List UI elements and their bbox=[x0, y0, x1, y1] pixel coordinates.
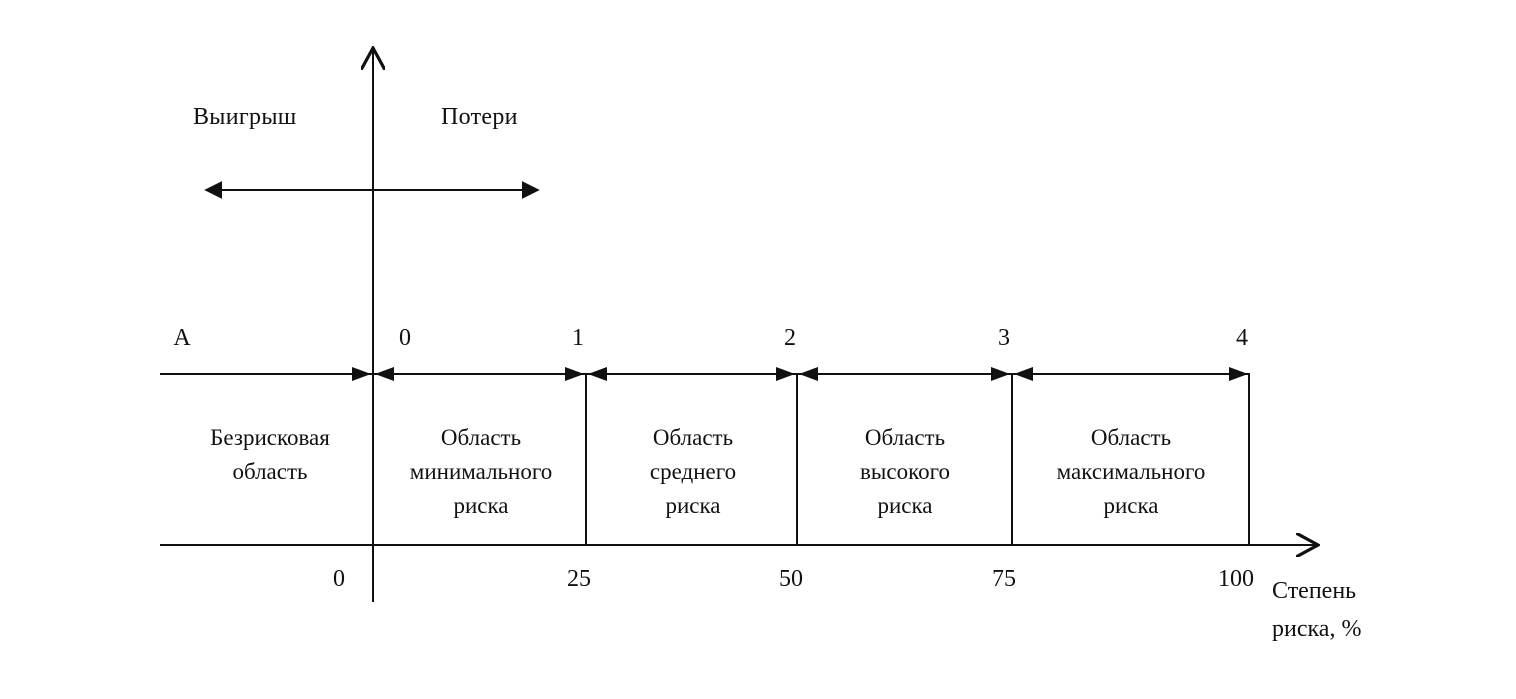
boundary-arrow-a bbox=[352, 367, 371, 381]
boundary-arrow-3-left bbox=[991, 367, 1010, 381]
zone-high-risk: Область высокого риска bbox=[860, 421, 950, 523]
marker-3: 3 bbox=[998, 325, 1010, 351]
zone-maximal-line-3: риска bbox=[1103, 493, 1159, 518]
zone-medium-line-2: среднего bbox=[649, 459, 737, 484]
boundary-arrow-0 bbox=[375, 367, 394, 381]
zone-high-line-2: высокого bbox=[860, 459, 950, 484]
zone-riskless: Безрисковая область bbox=[210, 421, 330, 489]
scale-0: 0 bbox=[333, 566, 345, 592]
marker-2: 2 bbox=[784, 325, 796, 351]
scale-25: 25 bbox=[567, 566, 591, 592]
zone-maximal-line-2: максимального bbox=[1056, 459, 1206, 484]
zone-minimal-line-1: Область bbox=[440, 425, 522, 450]
zone-medium-risk: Область среднего риска bbox=[650, 421, 736, 523]
zone-minimal-line-2: минимального bbox=[409, 459, 553, 484]
boundary-arrow-1-left bbox=[565, 367, 584, 381]
marker-4: 4 bbox=[1236, 325, 1248, 351]
scale-75: 75 bbox=[992, 566, 1016, 592]
zone-maximal-line-1: Область bbox=[1090, 425, 1172, 450]
zone-riskless-line-2: область bbox=[232, 459, 308, 484]
zone-maximal-risk: Область максимального риска bbox=[1057, 421, 1206, 523]
zone-riskless-line-1: Безрисковая bbox=[210, 425, 330, 450]
boundary-arrow-4 bbox=[1229, 367, 1248, 381]
zone-high-line-3: риска bbox=[877, 493, 933, 518]
boundary-arrow-3-right bbox=[1014, 367, 1033, 381]
boundary-arrow-2-left bbox=[776, 367, 795, 381]
scale-50: 50 bbox=[779, 566, 803, 592]
scale-100: 100 bbox=[1218, 566, 1254, 592]
zone-minimal-risk: Область минимального риска bbox=[410, 421, 552, 523]
zone-medium-line-1: Область bbox=[652, 425, 734, 450]
marker-0: 0 bbox=[399, 325, 411, 351]
marker-1: 1 bbox=[572, 325, 584, 351]
axis-label: Степень риска, % bbox=[1272, 572, 1361, 648]
marker-a: A bbox=[173, 325, 191, 351]
loss-label: Потери bbox=[441, 104, 518, 130]
boundary-arrow-2-right bbox=[799, 367, 818, 381]
zone-high-line-1: Область bbox=[864, 425, 946, 450]
gain-label: Выигрыш bbox=[193, 104, 297, 130]
axis-label-line-2: риска, % bbox=[1272, 616, 1362, 642]
boundary-arrow-1-right bbox=[588, 367, 607, 381]
axis-label-line-1: Степень bbox=[1272, 578, 1357, 604]
zone-minimal-line-3: риска bbox=[453, 493, 509, 518]
zone-medium-line-3: риска bbox=[665, 493, 721, 518]
